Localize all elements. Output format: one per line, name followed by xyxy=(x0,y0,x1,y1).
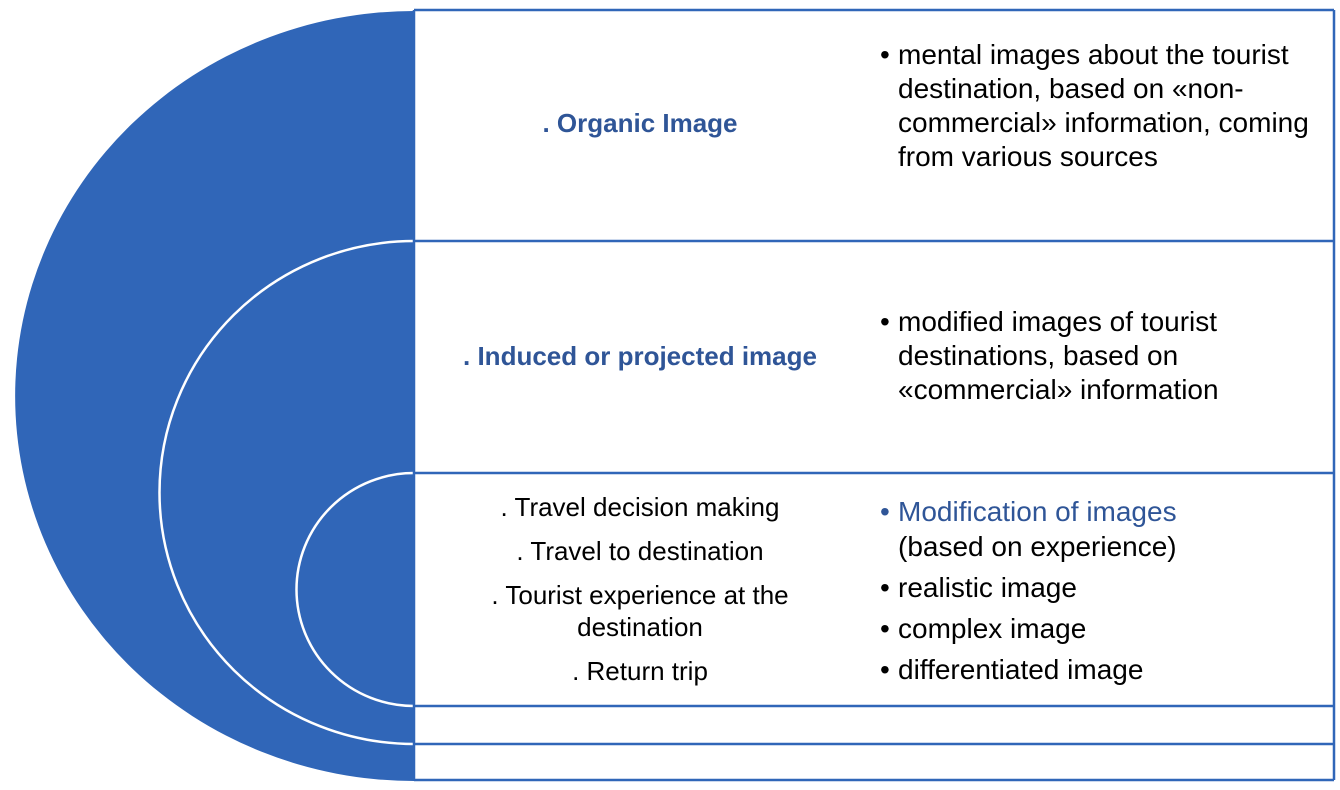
bullet-icon: • xyxy=(880,306,890,337)
step-travel: . Travel to destination xyxy=(516,536,764,566)
travel-steps: . Travel decision making . Travel to des… xyxy=(420,491,860,687)
bullet-text: differentiated image xyxy=(898,654,1144,685)
table-lines xyxy=(412,8,1336,782)
induced-image-heading: . Induced or projected image xyxy=(463,341,817,371)
outer-semicircle xyxy=(15,11,415,781)
bullet-icon: • xyxy=(880,572,890,603)
inner-arc xyxy=(295,471,415,708)
bullet-subtext: (based on experience) xyxy=(898,531,1177,562)
bullet-icon: • xyxy=(880,496,890,527)
bullet-text: mental images about the tourist destinat… xyxy=(898,39,1309,172)
bullet-icon: • xyxy=(880,613,890,644)
bullet-text: realistic image xyxy=(898,572,1077,603)
bullet-text: modified images of tourist destinations,… xyxy=(898,306,1219,405)
step-return: . Return trip xyxy=(572,656,708,686)
bullet-icon: • xyxy=(880,39,890,70)
step-experience: . Tourist experience at the destination xyxy=(491,580,789,642)
bullet-icon: • xyxy=(880,654,890,685)
modification-list: • Modification of images (based on experi… xyxy=(880,494,1330,687)
step-decision: . Travel decision making xyxy=(500,492,780,522)
organic-image-heading: . Organic Image xyxy=(542,108,738,138)
middle-arc xyxy=(158,239,415,746)
induced-image-description: • modified images of tourist destinations… xyxy=(880,305,1330,407)
bullet-text: Modification of images xyxy=(898,496,1177,527)
bullet-text: complex image xyxy=(898,613,1087,644)
organic-image-description: • mental images about the tourist destina… xyxy=(880,38,1330,174)
